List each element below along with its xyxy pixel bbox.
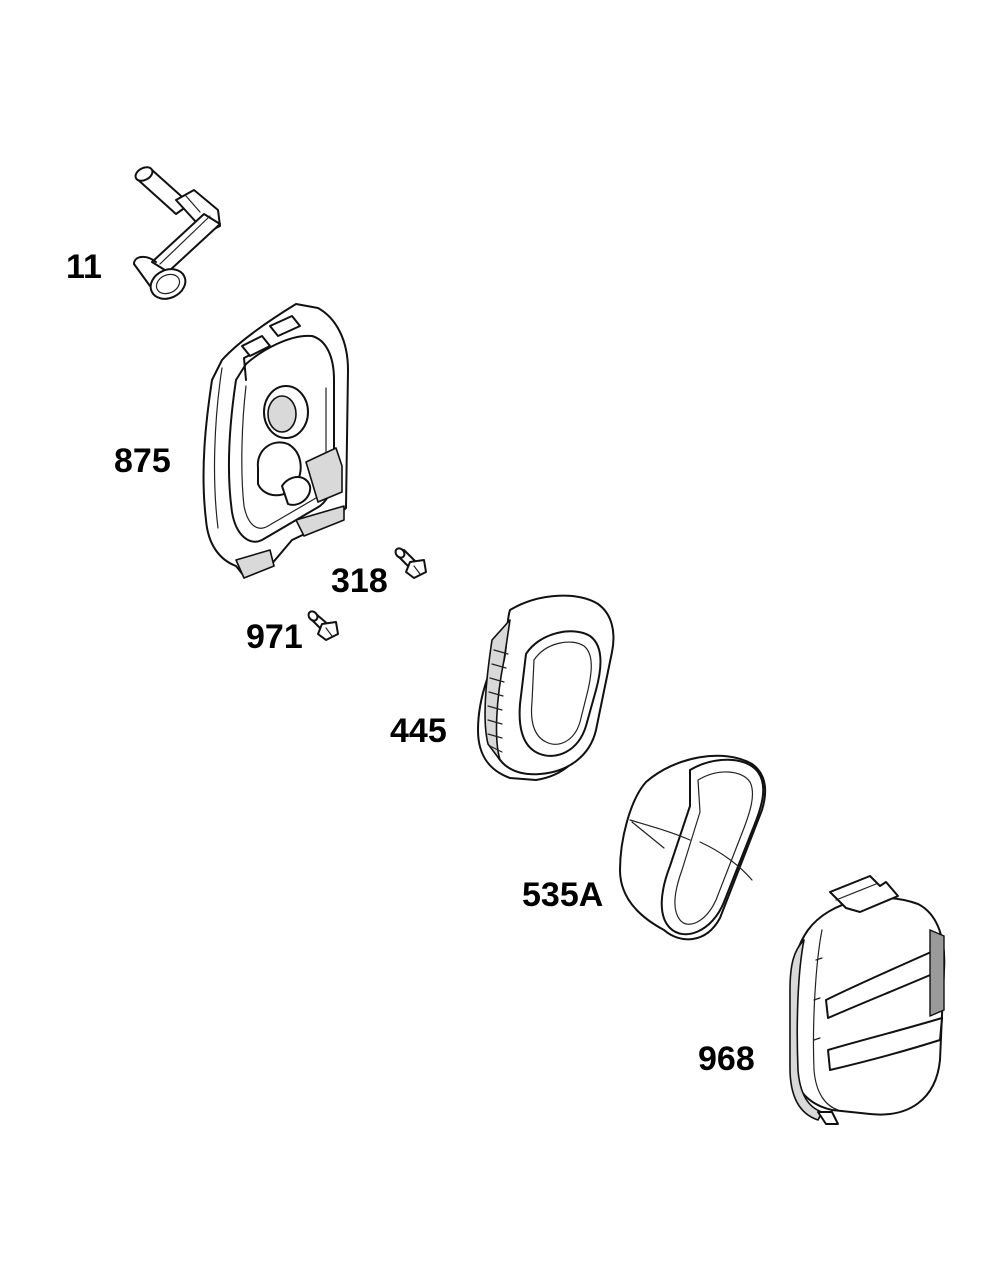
part-11-breather-tube: [133, 166, 221, 300]
callout-11: 11: [66, 248, 102, 286]
callout-968: 968: [698, 1040, 755, 1078]
part-971-screw: [307, 610, 339, 641]
part-875-air-cleaner-base: [202, 303, 349, 579]
part-318-screw: [394, 547, 427, 579]
callout-535a: 535A: [522, 876, 604, 914]
callout-875: 875: [114, 442, 171, 480]
callout-971: 971: [246, 618, 303, 656]
part-535a-pre-cleaner: [619, 754, 767, 941]
part-445-air-filter: [477, 594, 615, 781]
part-968-air-cleaner-cover: [789, 875, 946, 1125]
callout-445: 445: [390, 712, 447, 750]
callout-318: 318: [331, 562, 388, 600]
